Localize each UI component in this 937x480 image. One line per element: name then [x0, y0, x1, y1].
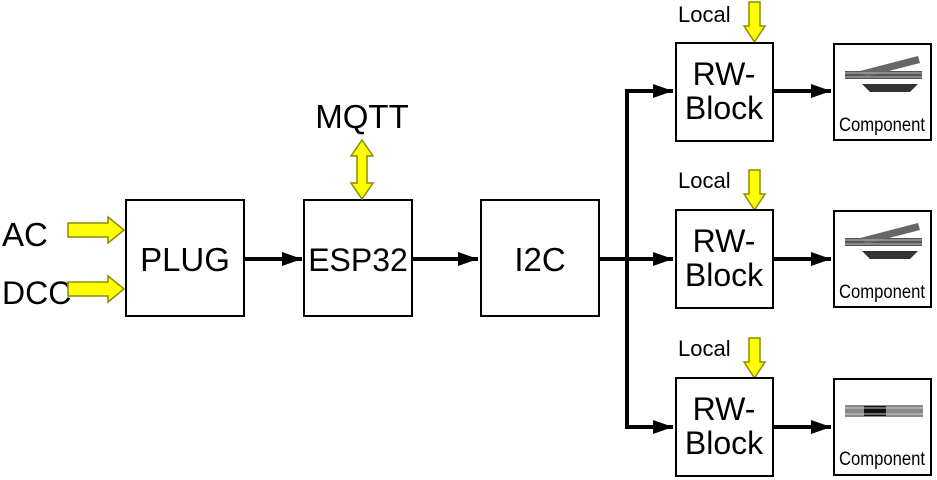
rw-block-2: [675, 209, 774, 309]
component-2-label: Component: [839, 282, 926, 303]
turnout-left-icon: [845, 223, 922, 259]
component-3: [833, 378, 932, 476]
esp32-label: ESP32: [308, 242, 408, 278]
rw-block-1: [675, 42, 774, 142]
rw-block-2-label-line1: RW-: [693, 223, 756, 259]
plug-label: PLUG: [140, 241, 230, 278]
local-label-1: Local: [678, 2, 731, 27]
mqtt-label: MQTT: [315, 98, 408, 135]
rw-block-3-label-line2: Block: [685, 425, 764, 461]
dcc-label: DCC: [2, 275, 71, 311]
turnout-left-icon: [845, 56, 922, 92]
i2c-block: [480, 199, 600, 317]
local-label-2: Local: [678, 168, 731, 193]
esp32-block: [303, 199, 413, 317]
local-arrow-1: [742, 1, 767, 44]
rw-block-2-label-line2: Block: [685, 257, 764, 293]
dcc-input-arrow: [67, 274, 126, 304]
local-label-3: Local: [678, 336, 731, 361]
component-3-label: Component: [839, 449, 926, 470]
component-1-label: Component: [839, 115, 926, 136]
i2c-label: I2C: [514, 241, 565, 278]
rw-block-1-label-line2: Block: [685, 90, 764, 126]
mqtt-bidirectional-arrow: [349, 138, 375, 201]
straight-track-icon: [845, 405, 923, 417]
rw-block-1-label-line1: RW-: [693, 56, 756, 92]
local-arrow-2: [742, 169, 767, 212]
local-arrow-3: [742, 337, 767, 380]
rw-block-3-label-line1: RW-: [693, 391, 756, 427]
ac-input-arrow: [67, 215, 126, 245]
plug-block: [125, 199, 245, 317]
ac-label: AC: [2, 216, 48, 253]
rw-block-3: [675, 377, 774, 477]
